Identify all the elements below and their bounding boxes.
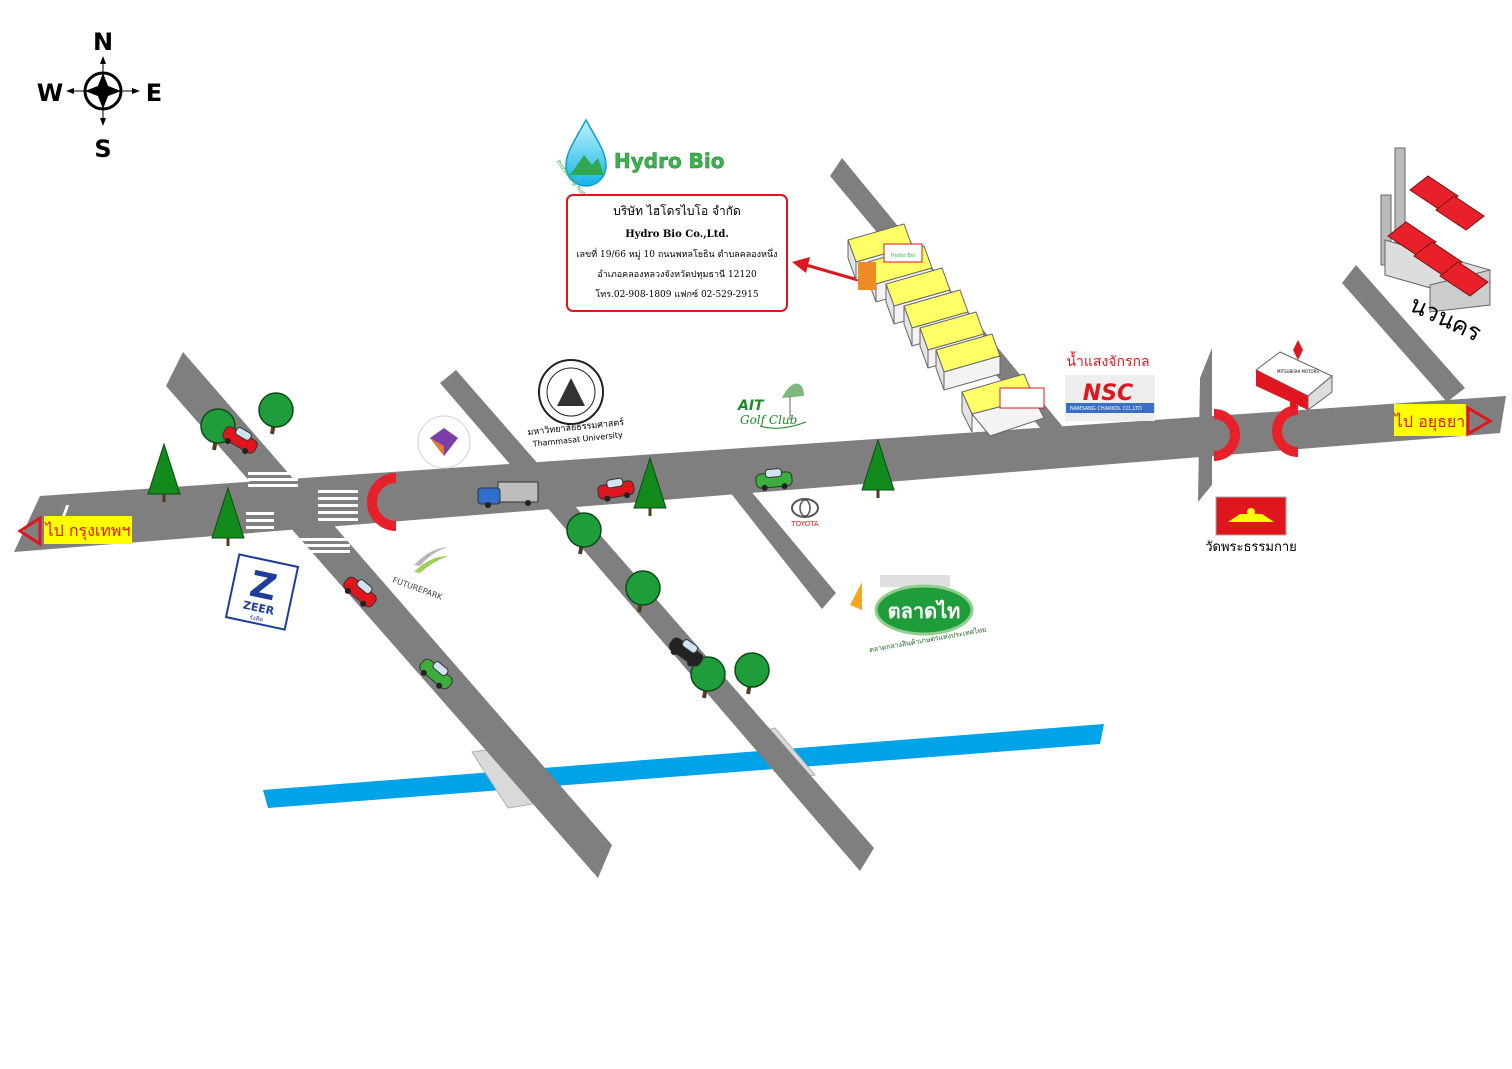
- thammasat-university: มหาวิทยาลัยธรรมศาสตร์ Thammasat Universi…: [527, 359, 625, 449]
- car-icon: [222, 426, 258, 455]
- talad-thai-market: ตลาดไท ตลาดกลางสินค้าเกษตรแห่งประเทศไทย: [850, 575, 987, 654]
- toyota-label: TOYOTA: [790, 520, 819, 528]
- tree-pine-icon: [633, 456, 667, 516]
- toyota-logo: TOYOTA: [790, 498, 819, 528]
- zeer-rangsit: Z ZEER รังสิต: [224, 553, 300, 631]
- warehouse-row: Hydro Bio: [847, 223, 1045, 437]
- river: [263, 724, 1104, 808]
- compass-west: W: [37, 79, 63, 107]
- tree-pine-icon: [211, 486, 245, 546]
- future-park-label: FUTUREPARK: [391, 575, 444, 602]
- car-icon: [755, 468, 793, 491]
- mountain-icon: [570, 155, 604, 175]
- sign-to-ayutthaya-text: ไป อยุธยา: [1393, 412, 1465, 432]
- talad-thai-label: ตลาดไท: [888, 599, 961, 623]
- address-line-1: เลขที่ 19/66 หมู่ 10 ถนนพหลโยธิน ตำบลคลอ…: [576, 250, 778, 260]
- tree-pine-icon: [147, 442, 181, 502]
- mitsubishi-logo: [1293, 340, 1303, 360]
- zeer-sub-label: รังสิต: [249, 614, 264, 624]
- u-turn-east-left: [1213, 409, 1240, 461]
- compass-rose: N S W E: [37, 28, 162, 163]
- nsc-label: น้ำแสงจักรกล: [1066, 351, 1149, 370]
- hydro-bio-warehouse: Hydro Bio: [858, 243, 923, 290]
- road-navanakorn: [1342, 265, 1465, 402]
- vehicles: [222, 426, 793, 690]
- company-address-card: บริษัท ไฮโดรไบโอ จำกัด Hydro Bio Co.,Ltd…: [566, 194, 788, 312]
- tree-round-icon: [258, 392, 294, 435]
- mitsubishi-showroom: MITSUBISHI MOTORS: [1255, 340, 1333, 411]
- car-icon: [597, 477, 635, 502]
- university-gem-logo: [417, 415, 471, 469]
- car-icon: [419, 658, 453, 690]
- compass-north: N: [93, 28, 113, 56]
- future-park: FUTUREPARK: [391, 547, 448, 602]
- ait-golf-label: Golf Club: [740, 413, 797, 427]
- sign-to-bangkok-text: ไป กรุงเทพฯ: [44, 521, 131, 541]
- nsc-logo: NSC: [1083, 381, 1133, 406]
- trees: [147, 392, 895, 699]
- sign-to-bangkok[interactable]: ไป กรุงเทพฯ: [17, 515, 132, 547]
- warehouse-unit: [935, 333, 1001, 391]
- tree-round-icon: [625, 570, 661, 613]
- tree-round-icon: [734, 652, 770, 695]
- wat-phra-dhammakaya: วัดพระธรรมกาย: [1205, 496, 1297, 555]
- navanakorn-factory: [1380, 147, 1491, 313]
- ait-label: AIT: [737, 398, 765, 414]
- road-toyota-branch: [722, 478, 836, 609]
- car-icon: [668, 637, 704, 667]
- hydro-bio-sign: Hydro Bio: [891, 253, 915, 259]
- contact-phone-fax: โทร.02-908-1809 แฟกซ์ 02-529-2915: [595, 290, 759, 300]
- hydro-bio-wordmark: Hydro Bio: [614, 149, 725, 173]
- address-line-2: อำเภอคลองหลวงจังหวัดปทุมธานี 12120: [597, 270, 757, 280]
- mitsubishi-label: MITSUBISHI MOTORS: [1277, 369, 1319, 374]
- car-icon: [343, 576, 377, 608]
- company-name-en: Hydro Bio Co.,Ltd.: [625, 229, 729, 240]
- wat-label: วัดพระธรรมกาย: [1205, 540, 1297, 555]
- u-turn-west: [367, 473, 397, 531]
- nsc-landmark: น้ำแสงจักรกล NSC NAMSANG CHAKKOL CO.,LTD: [1065, 351, 1155, 421]
- sign-to-ayutthaya[interactable]: ไป อยุธยา: [1393, 404, 1493, 437]
- tree-pine-icon: [861, 438, 895, 498]
- company-name-th: บริษัท ไฮโดรไบโอ จำกัด: [613, 204, 741, 218]
- ait-golf-club: AIT Golf Club: [737, 383, 807, 429]
- warehouse-unit-end: [961, 373, 1045, 437]
- truck-icon: [477, 481, 539, 508]
- hydro-bio-logo: Hydro Bio Protecting Nature: [554, 118, 725, 205]
- nsc-subtitle: NAMSANG CHAKKOL CO.,LTD: [1070, 406, 1142, 412]
- u-turn-east-right: [1272, 405, 1299, 457]
- compass-east: E: [146, 79, 162, 107]
- tree-round-icon: [690, 656, 726, 699]
- location-pointer: [792, 257, 859, 282]
- tree-round-icon: [566, 512, 602, 555]
- compass-south: S: [94, 135, 111, 163]
